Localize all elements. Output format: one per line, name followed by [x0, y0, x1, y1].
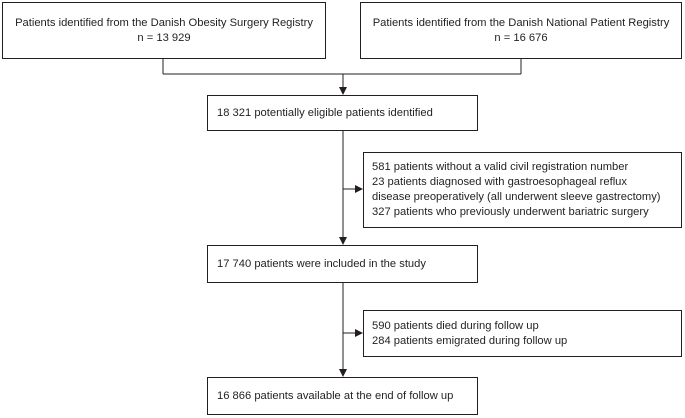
source-national-registry-title: Patients identified from the Danish Nati… [372, 16, 670, 29]
exclusion-2-line-1: 590 patients died during follow up [372, 319, 539, 332]
included-text: 17 740 patients were included in the stu… [217, 257, 426, 270]
source-national-registry-box: Patients identified from the Danish Nati… [360, 2, 682, 59]
eligible-box: 18 321 potentially eligible patients ide… [207, 95, 478, 131]
source-obesity-registry-box: Patients identified from the Danish Obes… [2, 2, 326, 59]
final-box: 16 866 patients available at the end of … [207, 377, 478, 415]
exclusions-box-1: 581 patients without a valid civil regis… [363, 152, 682, 228]
exclusions-box-2: 590 patients died during follow up 284 p… [363, 310, 682, 357]
exclusion-line-1: 581 patients without a valid civil regis… [372, 161, 629, 173]
exclusion-line-3: disease preoperatively (all underwent sl… [372, 191, 661, 203]
exclusion-line-2: 23 patients diagnosed with gastroesophag… [372, 176, 628, 188]
source-obesity-registry-count: n = 13 929 [137, 31, 191, 44]
exclusion-line-4: 327 patients who previously underwent ba… [372, 206, 649, 218]
exclusion-2-line-2: 284 patients emigrated during follow up [372, 334, 568, 347]
eligible-text: 18 321 potentially eligible patients ide… [217, 106, 433, 119]
final-text: 16 866 patients available at the end of … [217, 389, 454, 402]
source-obesity-registry-title: Patients identified from the Danish Obes… [15, 16, 313, 29]
source-national-registry-count: n = 16 676 [494, 31, 548, 44]
included-box: 17 740 patients were included in the stu… [207, 245, 478, 283]
